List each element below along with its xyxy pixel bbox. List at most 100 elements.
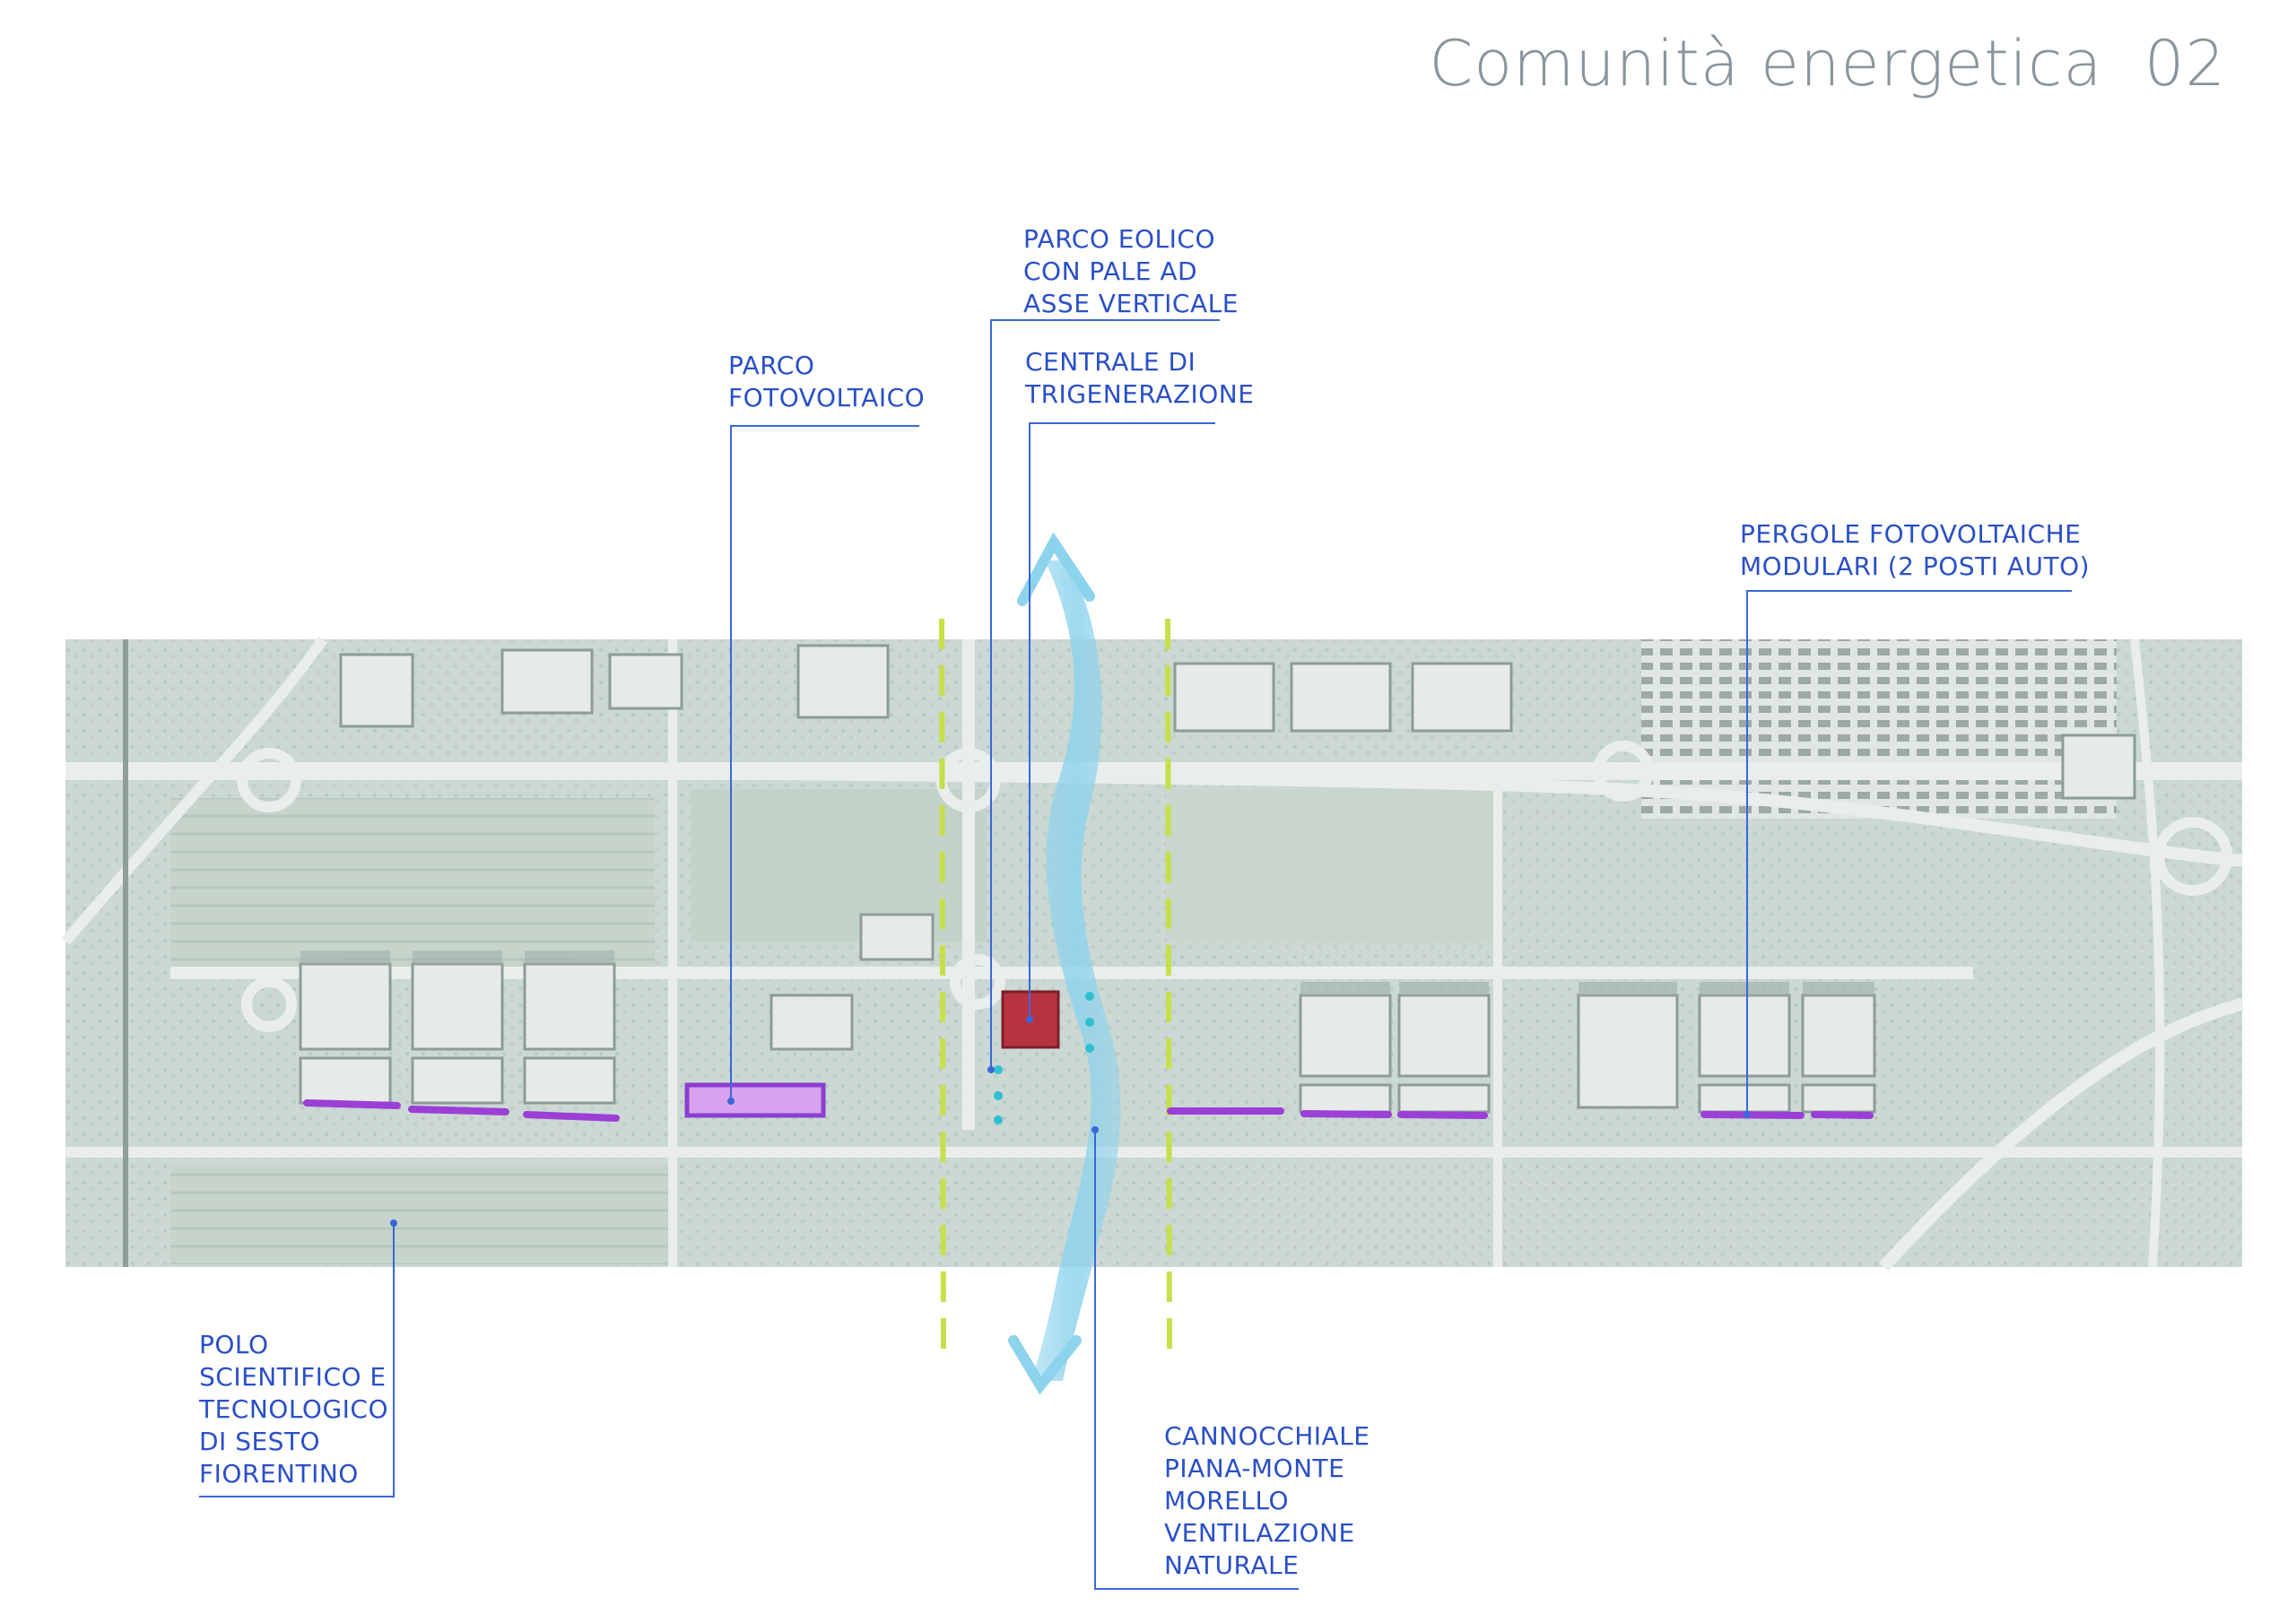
building [2061,733,2136,800]
shadow [413,950,502,964]
label-line: POLO [199,1330,269,1359]
rail-embankment [2130,638,2165,1268]
label-line: CENTRALE DI [1025,347,1196,377]
leader-lines [199,319,2072,1590]
label-line: CON PALE AD [1023,256,1198,286]
roundabout [241,976,297,1032]
shadow [1700,982,1789,995]
building [859,913,935,961]
green-field [1166,789,1498,942]
building [796,644,890,719]
label-cannocchiale: CANNOCCHIALE PIANA-MONTE MORELLO VENTILA… [1164,1420,1370,1582]
building [1290,662,1392,733]
label-line: FOTOVOLTAICO [728,383,926,412]
pv-park [684,1082,826,1118]
label-line: SCIENTIFICO E [199,1362,387,1392]
roundabout [237,748,301,812]
building [523,962,616,1051]
label-line: VENTILAZIONE [1164,1518,1355,1548]
building [299,1056,392,1105]
roundabout [2153,817,2232,896]
label-line: PERGOLE FOTOVOLTAICHE [1740,519,2082,549]
pv-pergola [303,1099,401,1109]
building [608,653,683,710]
leader-pergole [1746,590,2072,1115]
building [1801,1083,1876,1114]
pv-pergola [523,1111,620,1122]
page-title: Comunità energetica 02 [1429,27,2226,100]
building [1173,662,1275,733]
main-road [268,765,2243,867]
green-field [691,789,987,942]
label-line: DI SESTO [199,1427,321,1456]
corridor-arrow-south [1008,1335,1082,1395]
wind-turbine-dot [994,1091,1003,1100]
label-line: MODULARI (2 POSTI AUTO) [1740,551,2091,581]
label-line: MORELLO [1164,1486,1290,1515]
label-line: NATURALE [1164,1550,1300,1580]
building [1299,1083,1392,1114]
shadow [1578,982,1677,995]
label-line: CANNOCCHIALE [1164,1421,1370,1451]
corridor-band [1031,560,1121,1381]
aerial-photo [61,636,2244,1271]
roundabout [1593,741,1654,802]
label-line: FIORENTINO [199,1459,359,1488]
label-line: TECNOLOGICO [199,1394,389,1424]
shadow [300,950,390,964]
leader-dot [390,1219,397,1227]
building [1577,994,1679,1109]
label-line: PARCO [728,351,815,380]
building [411,962,504,1051]
leader-parco-fotovoltaico [730,425,919,1101]
label-polo-scientifico: POLO SCIENTIFICO E TECNOLOGICO DI SESTO … [199,1329,388,1490]
pv-pergolas [303,1099,1874,1122]
boundary-line-west [939,618,946,1355]
wind-turbine-dot [1085,992,1094,1001]
parking-area [1641,639,2117,819]
district-boundaries [939,618,1172,1355]
leader-dot [1744,1111,1751,1118]
leader-cannocchiale [1094,1130,1299,1590]
label-line: ASSE VERTICALE [1023,289,1239,318]
roundabout [950,954,1005,1010]
leader-parco-eolico [990,319,1220,1070]
ring-road [61,636,327,945]
wind-turbines [994,992,1094,1124]
wind-turbine-dot [994,1115,1003,1124]
building [411,1056,504,1105]
building [1299,994,1392,1078]
pv-pergola [408,1106,509,1115]
building [1698,994,1791,1078]
lower-fields [170,1166,673,1264]
building [1411,662,1513,733]
label-centrale-trigenerazione: CENTRALE DI TRIGENERAZIONE [1025,346,1254,411]
leader-dot [987,1066,995,1073]
pv-pergola [1300,1110,1392,1118]
boundary-line-east [1165,618,1172,1355]
shadow [1399,982,1489,995]
label-pergole-fotovoltaiche: PERGOLE FOTOVOLTAICHE MODULARI (2 POSTI … [1740,518,2090,583]
wind-turbine-dot [1085,1018,1094,1027]
building [500,648,594,715]
leader-dot [727,1098,735,1105]
wind-turbine-dot [1085,1044,1094,1053]
agricultural-fields [170,798,655,968]
label-line: PARCO EOLICO [1023,224,1215,254]
building [1397,994,1491,1078]
building [339,653,414,728]
label-line: PIANA-MONTE [1164,1454,1345,1483]
leader-centrale-trigenerazione [1029,422,1215,1020]
building-shadows [300,950,1874,995]
building [1698,1083,1791,1114]
building [770,994,854,1051]
shadow [525,950,614,964]
leader-polo-scientifico [199,1223,395,1497]
leader-dot [1026,1016,1033,1023]
corridor-arrow-north [1017,532,1095,606]
ring-road [1878,998,2244,1271]
shadow [1803,982,1874,995]
ventilation-corridor [1008,532,1121,1395]
building [523,1056,616,1105]
